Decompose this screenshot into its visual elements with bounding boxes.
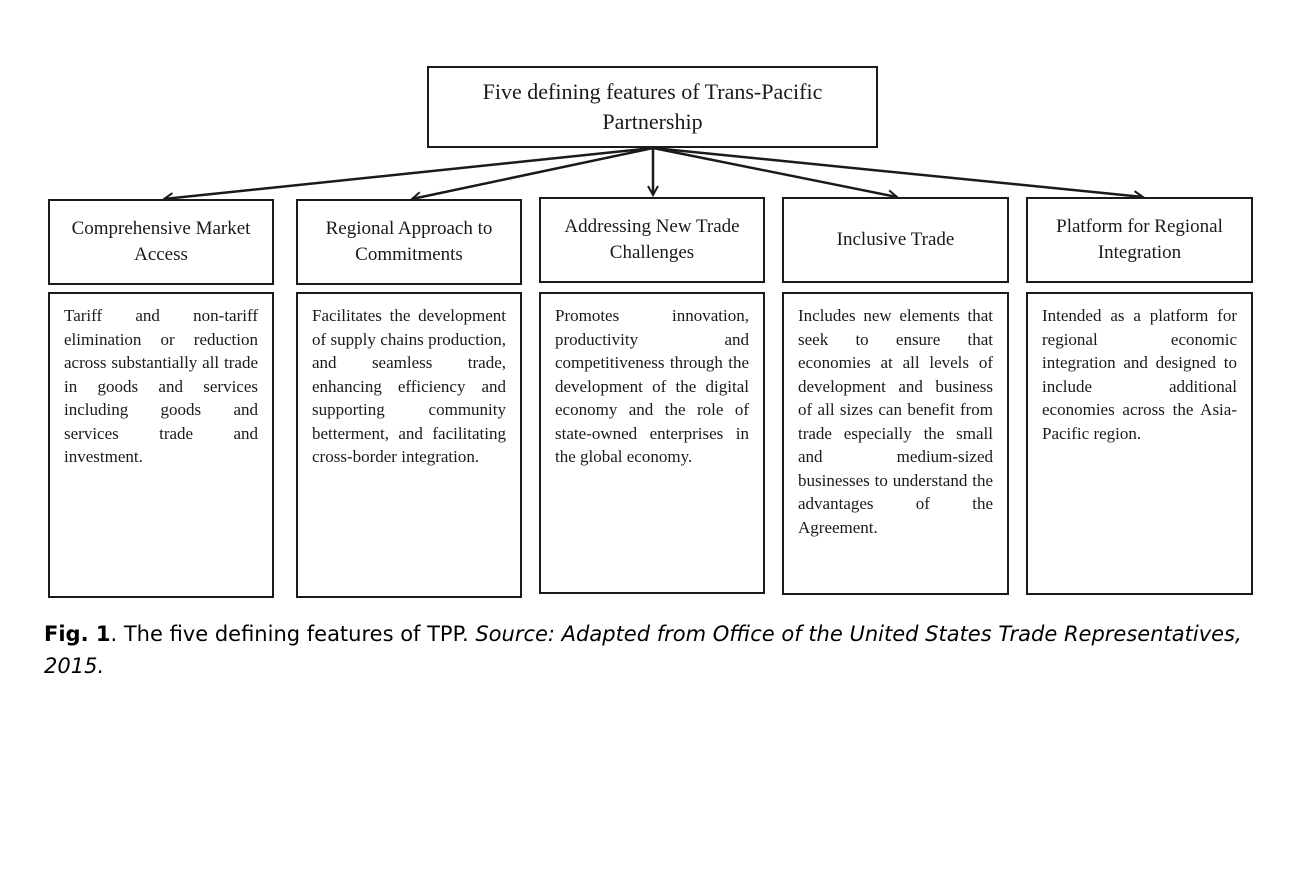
feature-4-header: Inclusive Trade [782, 197, 1009, 283]
feature-1-title: Comprehensive Market Access [71, 218, 251, 265]
caption-source: Source: Adapted from Office of the Unite… [44, 622, 1242, 678]
arrow-to-feature-5 [652, 146, 1143, 197]
feature-3-description-box: Promotes innovation, productivity and co… [539, 292, 765, 594]
feature-4-description-box: Includes new elements that seek to ensur… [782, 292, 1009, 595]
feature-5-description: Intended as a platform for regional econ… [1042, 306, 1237, 443]
feature-5-title: Platform for Regional Integration [1056, 216, 1223, 263]
feature-1-description: Tariff and non-tariff elimination or red… [64, 306, 258, 466]
caption-label: Fig. 1 [44, 622, 111, 646]
feature-1-header: Comprehensive Market Access [48, 199, 274, 285]
feature-4-description: Includes new elements that seek to ensur… [798, 306, 993, 537]
arrow-to-feature-4 [652, 146, 897, 197]
arrow-to-feature-2 [412, 146, 654, 199]
feature-2-title: Regional Approach to Commitments [325, 218, 493, 265]
feature-5-header: Platform for Regional Integration [1026, 197, 1253, 283]
caption-text: . The five defining features of TPP. [110, 622, 476, 646]
feature-5-description-box: Intended as a platform for regional econ… [1026, 292, 1253, 595]
feature-1-description-box: Tariff and non-tariff elimination or red… [48, 292, 274, 598]
feature-2-description-box: Facilitates the development of supply ch… [296, 292, 522, 598]
feature-3-description: Promotes innovation, productivity and co… [555, 306, 749, 466]
feature-3-header: Addressing New Trade Challenges [539, 197, 765, 283]
arrow-to-feature-1 [164, 146, 654, 199]
feature-2-description: Facilitates the development of supply ch… [312, 306, 506, 466]
feature-2-header: Regional Approach to Commitments [296, 199, 522, 285]
figure-caption: Fig. 1. The five defining features of TP… [44, 618, 1264, 682]
root-title: Five defining features of Trans-Pacific … [482, 79, 823, 134]
feature-3-title: Addressing New Trade Challenges [564, 216, 740, 263]
feature-4-title: Inclusive Trade [836, 229, 955, 250]
root-node: Five defining features of Trans-Pacific … [427, 66, 878, 148]
